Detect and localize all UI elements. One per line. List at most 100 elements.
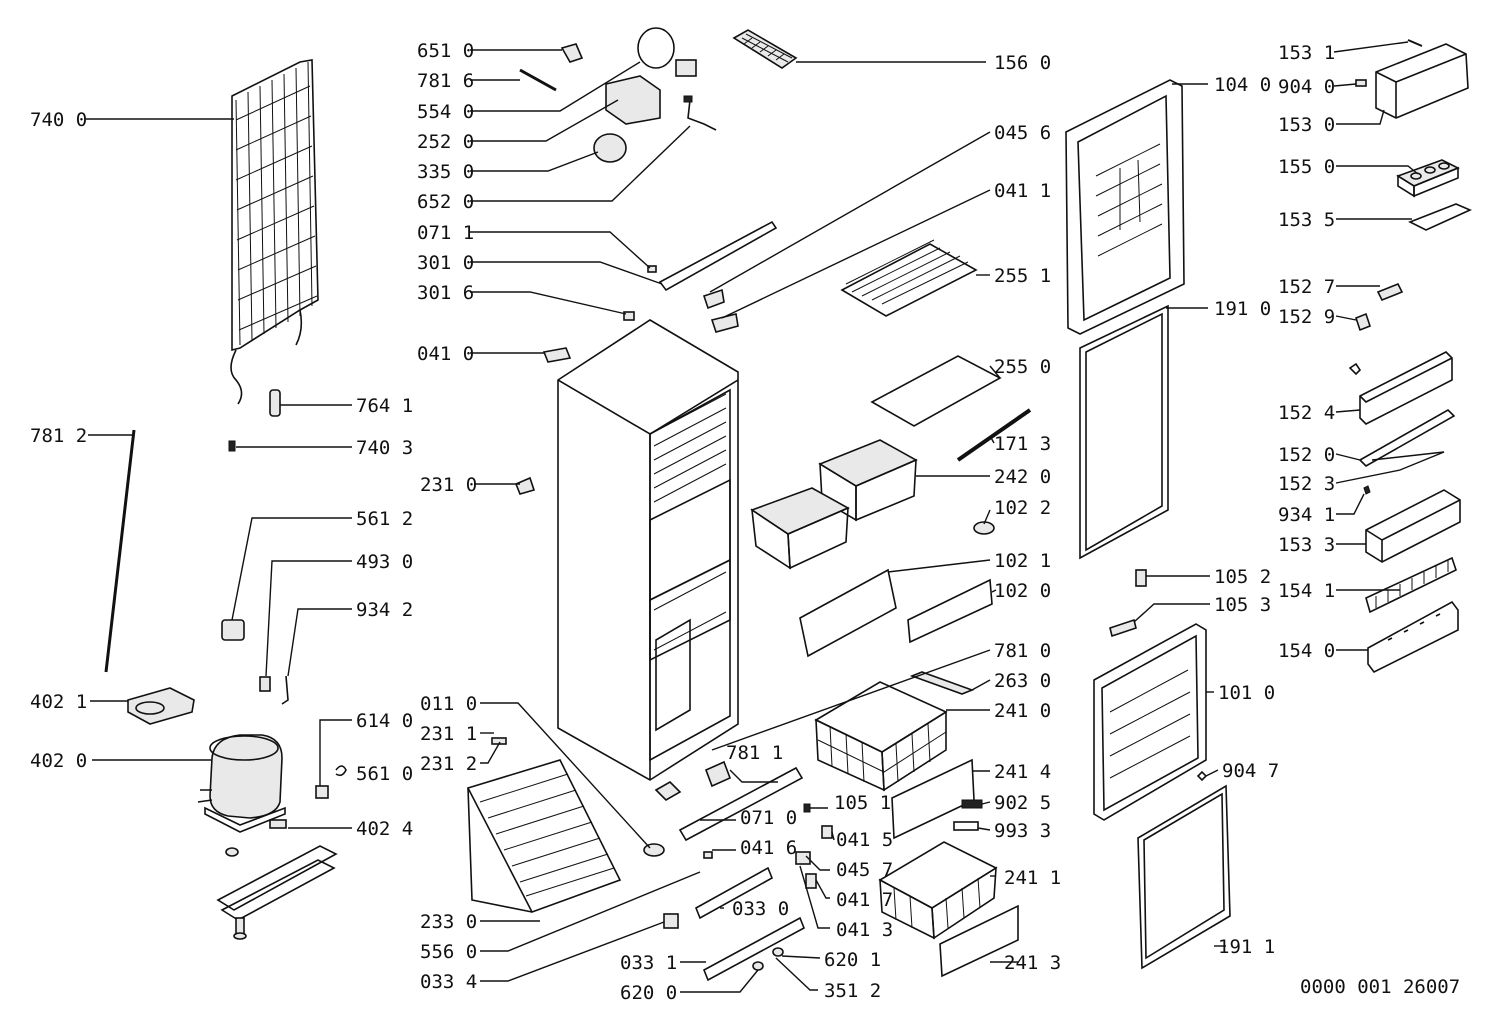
- part-label: 191 0: [1214, 298, 1271, 320]
- part-label: 156 0: [994, 52, 1051, 74]
- cabinet-body: [557, 319, 739, 781]
- part-label: 104 0: [1214, 74, 1271, 96]
- part-label: 934 1: [1278, 504, 1335, 526]
- retainer-clip: [1363, 485, 1371, 495]
- part-label: 153 5: [1278, 209, 1335, 231]
- part-label: 153 1: [1278, 42, 1335, 64]
- basket-front-upper: [891, 758, 975, 840]
- upper-hinge: [542, 347, 572, 363]
- hinge-bracket-bottom: [795, 851, 811, 865]
- fridge-door-gasket-inner: [1085, 312, 1163, 552]
- part-label: 652 0: [417, 191, 474, 213]
- hinge-bracket-middle: [710, 313, 739, 333]
- switch-part: [663, 913, 679, 929]
- part-label: 351 2: [824, 980, 881, 1002]
- part-label: 033 4: [420, 971, 477, 993]
- door-shelf-upper: [1359, 351, 1453, 425]
- rail-clip: [704, 760, 732, 788]
- starting-relay: [221, 619, 245, 641]
- part-label: 102 0: [994, 580, 1051, 602]
- part-label: 071 0: [740, 807, 797, 829]
- part-label: 231 2: [420, 753, 477, 775]
- part-label: 152 0: [1278, 444, 1335, 466]
- part-label: 781 2: [30, 425, 87, 447]
- part-label: 231 1: [420, 723, 477, 745]
- hinge-upper-right: [1135, 569, 1147, 587]
- crisper-front-panel: [907, 578, 993, 644]
- overload-protector: [315, 785, 329, 799]
- freezer-door: [1093, 623, 1207, 821]
- fridge-door-gasket: [1079, 304, 1169, 560]
- part-label: 561 0: [356, 763, 413, 785]
- part-label: 041 5: [836, 829, 893, 851]
- hinge-bushing: [805, 873, 817, 889]
- crisper-drawer-pair: [750, 439, 918, 570]
- shelf-trim: [956, 408, 1032, 462]
- spacer: [703, 851, 713, 859]
- control-panel: [694, 866, 774, 920]
- part-label: 241 1: [1004, 867, 1061, 889]
- part-label: 041 3: [836, 919, 893, 941]
- shelf-rail: [658, 220, 778, 292]
- part-label: 620 1: [824, 949, 881, 971]
- part-label: 241 0: [994, 700, 1051, 722]
- control-panel-cover: [702, 916, 806, 982]
- evaporation-tray: [127, 687, 195, 725]
- part-label: 102 2: [994, 497, 1051, 519]
- hinge-pin: [623, 311, 635, 321]
- part-label: 904 7: [1222, 760, 1279, 782]
- thermostat-assembly: [519, 27, 717, 163]
- part-label: 105 1: [834, 792, 891, 814]
- part-label: 152 9: [1278, 306, 1335, 328]
- diagram-code: 0000 001 26007: [1300, 976, 1460, 998]
- part-label: 255 1: [994, 265, 1051, 287]
- part-label: 041 1: [994, 180, 1051, 202]
- part-labels: 651 0 781 6 554 0 252 0 335 0 652 0 071 …: [30, 40, 1460, 1004]
- filter-drier: [269, 389, 281, 417]
- part-label: 041 6: [740, 837, 797, 859]
- shelf-hinge-pin: [1376, 282, 1404, 302]
- part-label: 154 0: [1278, 640, 1335, 662]
- part-label: 934 2: [356, 599, 413, 621]
- part-label: 651 0: [417, 40, 474, 62]
- bottle-shelf: [1365, 489, 1461, 563]
- part-label: 045 6: [994, 122, 1051, 144]
- lamp-socket: [752, 961, 764, 971]
- freezer-door-gasket: [1137, 784, 1231, 970]
- lock-pin: [803, 803, 811, 813]
- hinge-cover: [654, 781, 682, 801]
- part-label: 191 1: [1218, 936, 1275, 958]
- compressor-mount-plate: [216, 845, 338, 940]
- compressor: [197, 734, 286, 833]
- part-label: 402 0: [30, 750, 87, 772]
- hinge-plate-right: [1109, 618, 1137, 638]
- part-label: 033 1: [620, 952, 677, 974]
- part-label: 301 6: [417, 282, 474, 304]
- part-label: 242 0: [994, 466, 1051, 488]
- front-rail: [678, 766, 804, 842]
- part-label: 764 1: [356, 395, 413, 417]
- part-label: 045 7: [836, 859, 893, 881]
- grommet-part: [269, 819, 287, 829]
- shelf-clip: [647, 265, 657, 273]
- lower-freezer-basket: [878, 841, 998, 940]
- part-label: 993 3: [994, 820, 1051, 842]
- thermostat-knob-strip: [953, 821, 979, 831]
- part-label: 152 4: [1278, 402, 1335, 424]
- part-label: 556 0: [420, 941, 477, 963]
- label-strip: [961, 799, 983, 809]
- freezer-evaporator: [466, 759, 622, 913]
- hinge-bracket-lower: [821, 825, 833, 839]
- relay-cover: [259, 676, 271, 692]
- freezer-door-grille: [1365, 556, 1457, 614]
- part-label: 155 0: [1278, 156, 1335, 178]
- crisper-cover-knob: [973, 521, 995, 535]
- part-label: 740 0: [30, 109, 87, 131]
- shelf-stop: [1355, 312, 1371, 332]
- part-label: 493 0: [356, 551, 413, 573]
- part-label: 152 7: [1278, 276, 1335, 298]
- part-label: 105 2: [1214, 566, 1271, 588]
- part-label: 171 3: [994, 433, 1051, 455]
- part-label: 102 1: [994, 550, 1051, 572]
